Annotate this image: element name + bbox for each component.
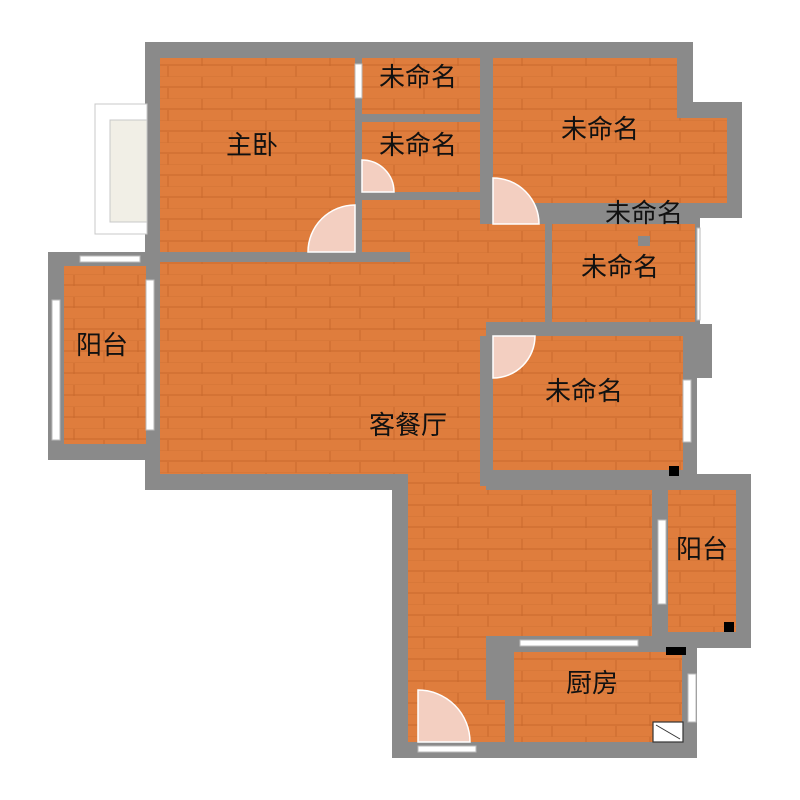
window-entrance-bottom (417, 745, 477, 753)
label-unnamed-5: 未命名 (580, 253, 660, 283)
column-4 (638, 236, 650, 246)
window-balcony-right (657, 519, 667, 605)
window-living-left (145, 279, 155, 431)
label-balcony-right: 阳台 (675, 535, 729, 565)
label-balcony-left: 阳台 (75, 331, 129, 361)
door-master-bedroom (307, 204, 356, 253)
label-master-bedroom: 主卧 (225, 131, 279, 161)
window-kitchen-right (687, 673, 697, 723)
label-living-dining: 客餐厅 (368, 411, 448, 441)
column-2 (724, 622, 734, 632)
window-kitchen-top (519, 639, 639, 647)
label-unnamed-3: 未命名 (560, 115, 640, 145)
floor-living-dining (160, 200, 652, 742)
label-kitchen: 厨房 (565, 669, 619, 699)
label-unnamed-4: 未命名 (604, 199, 684, 229)
fixtures (638, 236, 734, 743)
window-balcony-left-top (79, 255, 141, 263)
window-balcony-left-side (51, 299, 61, 441)
column-3 (666, 647, 686, 655)
label-unnamed-1: 未命名 (378, 63, 458, 93)
door-unnamed-3 (492, 177, 540, 225)
door-unnamed-5 (492, 335, 536, 379)
doors (307, 159, 540, 743)
column-1 (669, 466, 679, 476)
windows (51, 63, 701, 753)
window-unnamed-5-right (682, 379, 692, 443)
bay-window (94, 103, 148, 235)
floor-unnamed-4 (552, 224, 695, 322)
floor-balcony-left (64, 266, 146, 444)
floor-unnamed-3 (493, 58, 727, 203)
label-unnamed-2: 未命名 (378, 131, 458, 161)
window-unnamed-1-left (354, 63, 363, 99)
floor-unnamed-1 (362, 58, 480, 114)
label-unnamed-6: 未命名 (544, 377, 624, 407)
door-unnamed-2 (361, 159, 395, 193)
door-entrance (417, 689, 471, 743)
window-unnamed-4-right (696, 227, 701, 321)
floor-balcony-right (668, 490, 736, 632)
